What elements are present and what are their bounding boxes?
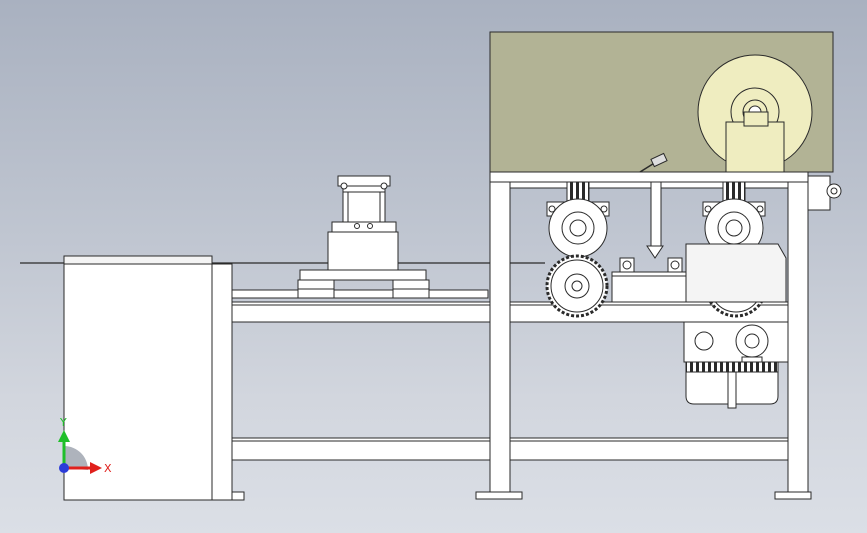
lower-gear-left [545, 254, 609, 318]
x-axis-label: X [104, 462, 112, 475]
drive-motor [685, 361, 779, 409]
upper-roller-left [546, 181, 610, 258]
coordinate-triad: Y X [58, 416, 112, 475]
upper-roller-right [702, 181, 766, 258]
machine-frame [231, 171, 812, 500]
feed-cabinet [63, 255, 245, 501]
y-axis-label: Y [59, 416, 67, 429]
pneumatic-clamp [297, 175, 430, 299]
cutter-blade [646, 181, 664, 259]
gearbox [683, 243, 789, 370]
spool-housing [489, 31, 842, 211]
